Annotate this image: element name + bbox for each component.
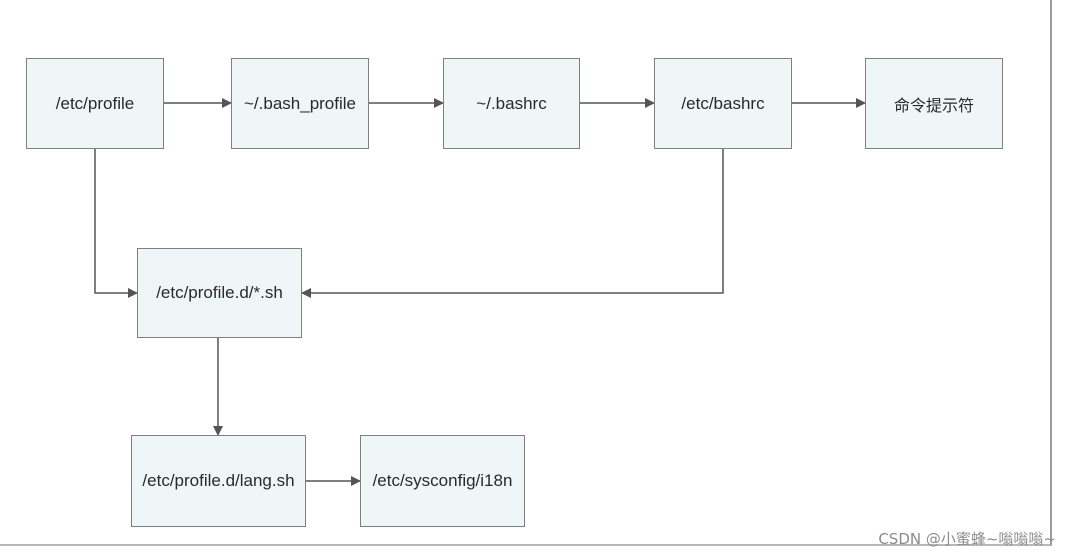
node-lang-sh: /etc/profile.d/lang.sh — [131, 435, 306, 527]
node-home-bashrc-label: ~/.bashrc — [476, 93, 547, 113]
arrow-etc-bashrc-to-profile-d — [301, 149, 724, 298]
node-prompt: 命令提示符 — [865, 58, 1003, 149]
node-etc-bashrc: /etc/bashrc — [654, 58, 792, 149]
node-profile-d: /etc/profile.d/*.sh — [137, 248, 302, 338]
node-home-bashrc: ~/.bashrc — [443, 58, 580, 149]
node-etc-bashrc-label: /etc/bashrc — [681, 93, 765, 113]
node-etc-profile-label: /etc/profile — [55, 93, 135, 113]
node-lang-sh-label: /etc/profile.d/lang.sh — [142, 471, 295, 490]
node-profile-d-label: /etc/profile.d/*.sh — [156, 283, 283, 302]
node-i18n: /etc/sysconfig/i18n — [360, 435, 525, 527]
node-prompt-label: 命令提示符 — [893, 95, 974, 115]
arrow-profile-to-profile-d — [94, 149, 138, 298]
node-bash-profile-label: ~/.bash_profile — [244, 93, 356, 113]
node-etc-profile: /etc/profile — [26, 58, 164, 149]
watermark-text: CSDN @小蜜蜂~嗡嗡嗡~ — [878, 530, 1056, 548]
node-bash-profile: ~/.bash_profile — [231, 58, 369, 149]
node-i18n-label: /etc/sysconfig/i18n — [372, 471, 513, 490]
